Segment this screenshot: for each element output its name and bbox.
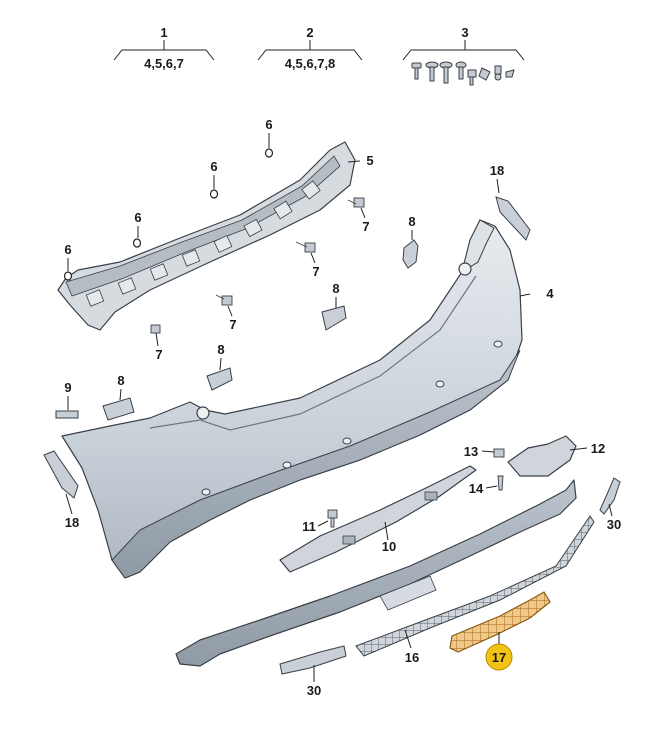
kit-3-bracket: [402, 40, 525, 61]
grille-part-17: [449, 591, 551, 653]
holder-part-12: [493, 435, 577, 491]
callout-8: 8: [217, 342, 224, 357]
callout-8: 8: [408, 214, 415, 229]
support-bracket-part-5: [57, 141, 356, 331]
screw-part-7: [150, 197, 365, 334]
kit-1-bracket: [113, 40, 215, 61]
callout-18: 18: [490, 163, 504, 178]
trim-part-9: [55, 410, 79, 419]
callout-5: 5: [366, 153, 373, 168]
callout-1: 1: [160, 25, 167, 40]
callout-7: 7: [155, 347, 162, 362]
callout-6: 6: [210, 159, 217, 174]
screw-part-11: [327, 509, 338, 528]
kit-2-bracket: [257, 40, 363, 61]
reinforcement-part-10: [279, 465, 477, 573]
callout-8: 8: [117, 373, 124, 388]
callout-13: 13: [464, 444, 478, 459]
callout-1-subparts: 4,5,6,7: [144, 56, 184, 71]
guide-part-8: [102, 239, 419, 421]
callout-17-highlight: [485, 643, 513, 671]
callout-2-subparts: 4,5,6,7,8: [285, 56, 336, 71]
callout-labels: 1 4,5,6,7 2 4,5,6,7,8 3 4 5 6 6 6 6 7 7 …: [64, 25, 621, 698]
callout-17: 17: [492, 650, 506, 665]
callout-10: 10: [382, 539, 396, 554]
side-guide-part-18: [43, 196, 531, 499]
callout-14: 14: [469, 481, 484, 496]
callout-7: 7: [229, 317, 236, 332]
callout-4: 4: [546, 286, 554, 301]
callout-16: 16: [405, 650, 419, 665]
callout-6: 6: [64, 242, 71, 257]
callout-8: 8: [332, 281, 339, 296]
callout-6: 6: [134, 210, 141, 225]
callout-18: 18: [65, 515, 79, 530]
callout-6: 6: [265, 117, 272, 132]
bumper-cover-part-4: [61, 219, 523, 579]
callout-9: 9: [64, 380, 71, 395]
fastener-set-icons: [411, 61, 515, 86]
callout-3: 3: [461, 25, 468, 40]
callout-12: 12: [591, 441, 605, 456]
callout-30: 30: [307, 683, 321, 698]
grille-part-16: [355, 515, 595, 657]
callout-7: 7: [362, 219, 369, 234]
callout-11: 11: [302, 519, 316, 534]
callout-30: 30: [607, 517, 621, 532]
reflector-part-30: [279, 477, 621, 675]
diffuser-lower: [175, 479, 577, 667]
callout-2: 2: [306, 25, 313, 40]
clip-part-6: [63, 148, 274, 281]
leader-lines: [65, 133, 613, 682]
callout-7: 7: [312, 264, 319, 279]
